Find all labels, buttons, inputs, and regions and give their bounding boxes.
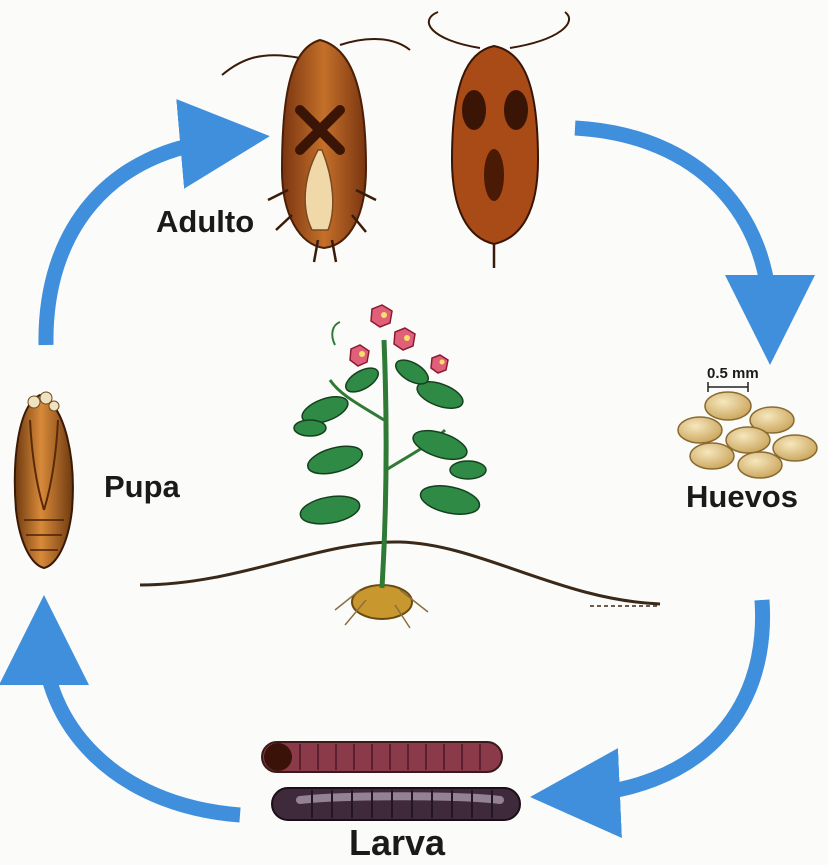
eggs-cluster-icon [678,382,817,478]
arrow-adult-to-eggs [575,128,770,320]
larva-bottom-icon [272,788,520,820]
scale-label: 0.5 mm [707,365,759,382]
arrow-eggs-to-larva [575,600,763,795]
label-eggs: Huevos [686,479,798,515]
adult-moth-right-icon [429,12,569,268]
arrow-larva-to-pupa [44,640,240,815]
label-adult: Adulto [156,204,254,240]
label-pupa: Pupa [104,469,180,505]
label-larva: Larva [349,822,445,864]
pupa-icon [15,392,73,568]
arrow-pupa-to-adult [46,140,225,345]
larva-top-icon [262,742,502,772]
potato-plant-icon [140,305,660,628]
